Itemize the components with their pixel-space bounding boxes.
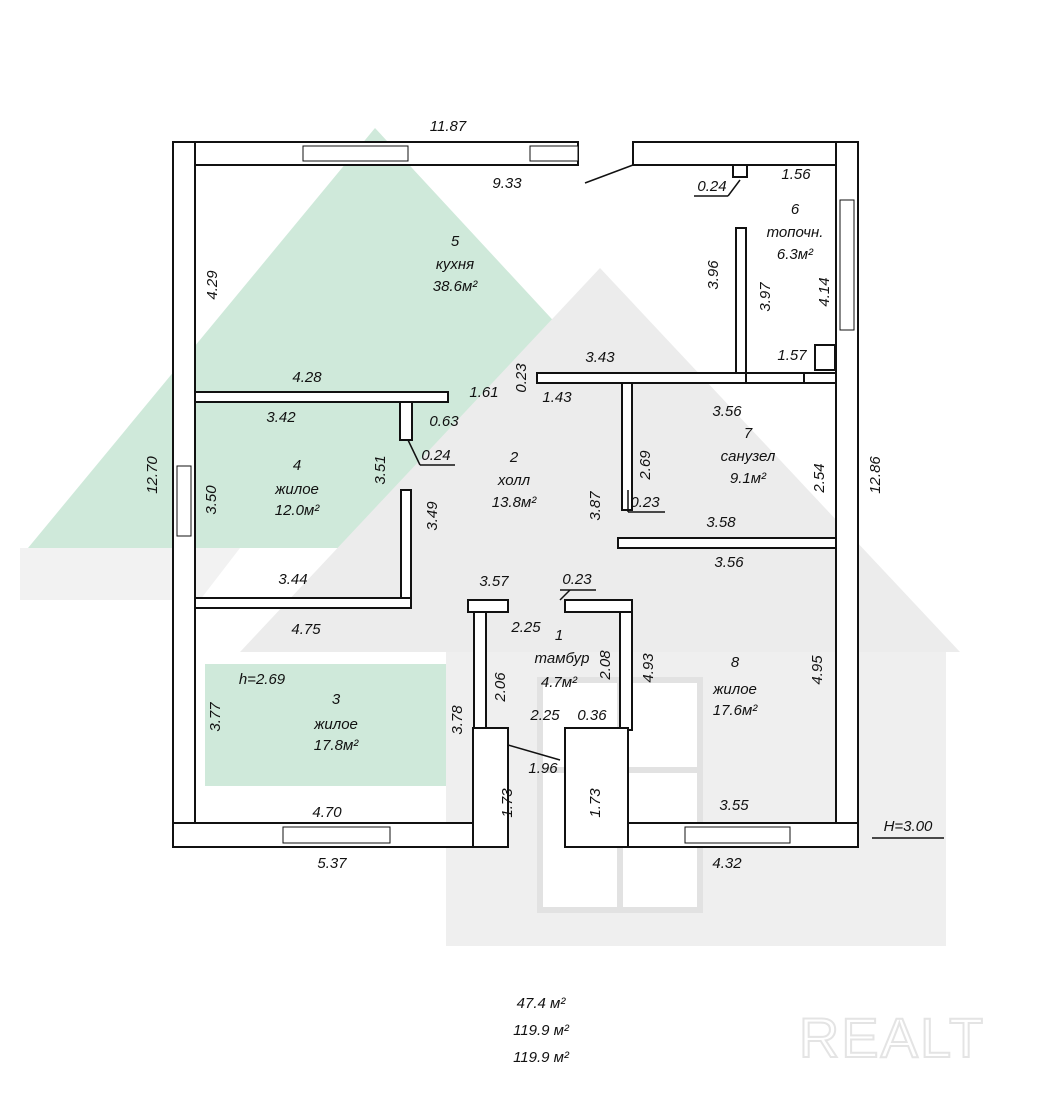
room-name: жилое xyxy=(274,481,319,498)
dim-label: 0.23 xyxy=(562,571,592,588)
dim-label: 0.23 xyxy=(630,494,660,511)
total-area-2: 119.9 м² xyxy=(513,1049,570,1066)
dim-label: 3.49 xyxy=(424,501,441,531)
interior-walls xyxy=(194,179,944,848)
room-number: 6 xyxy=(791,201,800,218)
room-name: жилое xyxy=(313,716,358,733)
room-name: топочн. xyxy=(767,224,824,241)
room-3: 3 жилое 17.8м² xyxy=(313,691,359,754)
dim-label: 4.75 xyxy=(291,621,321,638)
dim-label: 1.73 xyxy=(587,788,604,818)
room3-height: h=2.69 xyxy=(239,671,286,688)
dim-label: 4.93 xyxy=(640,653,657,683)
dim-label: 3.42 xyxy=(266,409,296,426)
dim-label: 3.50 xyxy=(203,485,220,515)
dim-label: 3.43 xyxy=(585,349,615,366)
room-name: кухня xyxy=(436,256,474,273)
room-area: 12.0м² xyxy=(275,502,320,519)
outer-walls xyxy=(172,141,859,848)
room-number: 5 xyxy=(451,233,460,250)
dim-label: 2.08 xyxy=(597,650,614,681)
dim-label: 3.97 xyxy=(757,282,774,312)
dim-label: 3.77 xyxy=(207,702,224,732)
dim-label: 3.78 xyxy=(449,705,466,735)
room-number: 3 xyxy=(332,691,341,708)
dim-bottom-right: 4.32 xyxy=(712,855,742,872)
total-living-area: 47.4 м² xyxy=(517,995,567,1012)
room-area: 4.7м² xyxy=(541,674,578,691)
room-number: 2 xyxy=(509,449,519,466)
room-8: 8 жилое 17.6м² xyxy=(712,654,758,719)
dim-label: 3.57 xyxy=(479,573,509,590)
room-number: 8 xyxy=(731,654,740,671)
room-name: тамбур xyxy=(535,650,590,667)
total-area: 119.9 м² xyxy=(513,1022,570,1039)
dim-label: 4.14 xyxy=(816,277,833,306)
dim-label: 0.24 xyxy=(697,178,726,195)
dim-label: 2.54 xyxy=(811,463,828,493)
dim-label: 4.29 xyxy=(204,270,221,300)
dim-label: 1.73 xyxy=(499,788,516,818)
realt-watermark: REALT xyxy=(799,1006,985,1069)
dim-label: 4.95 xyxy=(809,655,826,685)
dim-label: 0.23 xyxy=(513,363,530,393)
dim-label: 3.56 xyxy=(714,554,744,571)
dim-label: 1.61 xyxy=(469,384,498,401)
dim-label: 3.51 xyxy=(372,455,389,484)
dim-label: 4.70 xyxy=(312,804,342,821)
dim-label: 1.57 xyxy=(777,347,807,364)
dim-label: 3.56 xyxy=(712,403,742,420)
room-7: 7 санузел 9.1м² xyxy=(721,425,776,487)
dim-label: 2.69 xyxy=(637,450,654,481)
dim-label: 1.96 xyxy=(528,760,558,777)
room-number: 1 xyxy=(555,627,563,644)
dim-total-width: 11.87 xyxy=(430,118,467,135)
room-6: 6 топочн. 6.3м² xyxy=(767,201,824,263)
room-5: 5 кухня 38.6м² xyxy=(433,233,478,295)
ceiling-height: H=3.00 xyxy=(884,818,933,835)
room-number: 7 xyxy=(744,425,753,442)
dim-label: 3.55 xyxy=(719,797,749,814)
room-name: жилое xyxy=(712,681,757,698)
dim-right-outer: 12.86 xyxy=(867,456,884,494)
dim-label: 3.58 xyxy=(706,514,736,531)
room-area: 38.6м² xyxy=(433,278,478,295)
dim-top-inner: 9.33 xyxy=(492,175,522,192)
dim-label: 3.44 xyxy=(278,571,307,588)
dim-label: 3.96 xyxy=(705,260,722,290)
room-name: холл xyxy=(497,472,531,489)
dim-label: 0.63 xyxy=(429,413,459,430)
dim-label: 0.36 xyxy=(577,707,607,724)
area-totals: 47.4 м² 119.9 м² 119.9 м² xyxy=(513,995,570,1066)
dim-left-outer: 12.70 xyxy=(144,456,161,494)
dim-label: 1.43 xyxy=(542,389,572,406)
room-area: 13.8м² xyxy=(492,494,537,511)
room-1: 1 тамбур 4.7м² xyxy=(535,627,590,691)
dim-label: 2.25 xyxy=(529,707,560,724)
room-area: 17.6м² xyxy=(713,702,758,719)
dim-label: 3.87 xyxy=(587,491,604,521)
room-number: 4 xyxy=(293,457,301,474)
dim-label: 2.06 xyxy=(492,672,509,703)
dim-bottom-left: 5.37 xyxy=(317,855,347,872)
room-4: 4 жилое 12.0м² xyxy=(274,457,320,519)
dim-label: 1.56 xyxy=(781,166,811,183)
dim-label: 4.28 xyxy=(292,369,322,386)
room-name: санузел xyxy=(721,448,776,465)
room-2: 2 холл 13.8м² xyxy=(492,449,537,511)
room-area: 9.1м² xyxy=(730,470,767,487)
room-area: 17.8м² xyxy=(314,737,359,754)
dim-label: 2.25 xyxy=(510,619,541,636)
dimensions: 0.24 1.56 3.96 3.97 4.14 1.57 4.29 4.28 … xyxy=(203,166,833,821)
dim-label: 0.24 xyxy=(421,447,450,464)
room-area: 6.3м² xyxy=(777,246,814,263)
